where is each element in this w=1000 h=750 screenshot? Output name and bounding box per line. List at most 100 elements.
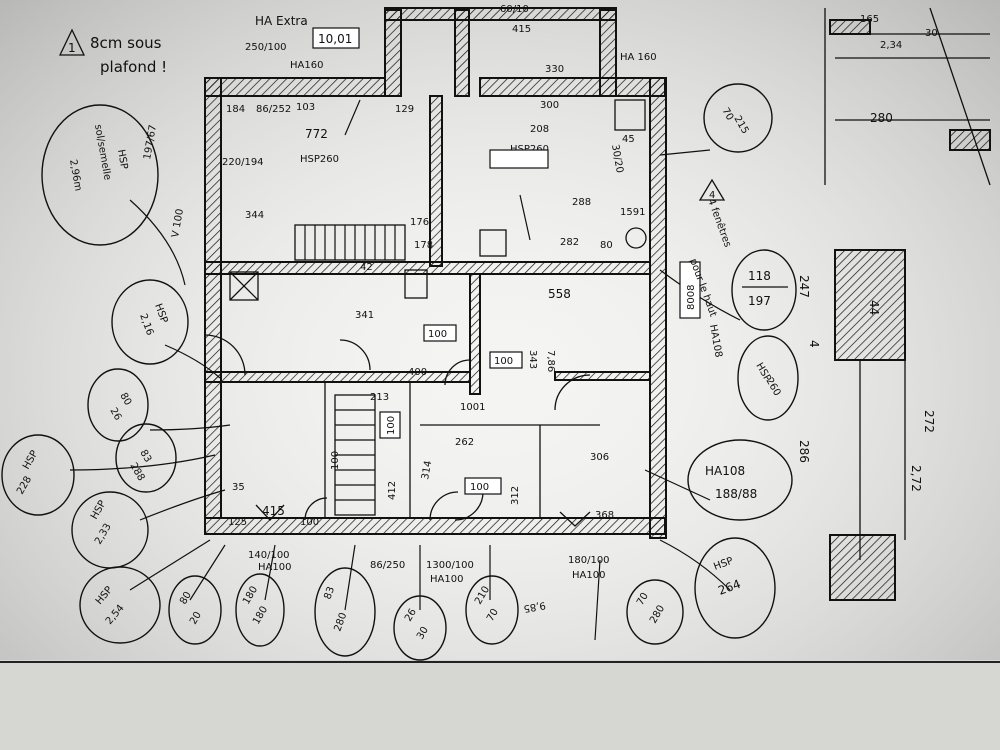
svg-text:197: 197 [748, 294, 771, 308]
detail-44: 44 [867, 300, 881, 315]
detail-286: 286 [797, 440, 811, 463]
label-room2-depth: 343 [527, 350, 538, 369]
svg-text:HSP: HSP [115, 149, 129, 171]
label-100-box4: 100 [470, 482, 489, 493]
wall-lower-horizontal [204, 371, 471, 383]
label-288: 288 [572, 197, 591, 208]
label-42: 42 [360, 262, 373, 273]
wall-left [204, 77, 222, 519]
label-10-01: 10,01 [318, 32, 352, 46]
door-swing-7 [304, 497, 328, 521]
label-1591: 1591 [620, 207, 645, 218]
label-100-small: 100 [330, 451, 341, 470]
wall-right [649, 77, 667, 539]
detail-234: 2,34 [880, 40, 902, 51]
label-ha100-left: HA100 [258, 562, 291, 573]
label-1001: 1001 [460, 402, 485, 413]
label-314: 314 [420, 460, 434, 481]
label-400: 400 [408, 367, 427, 378]
detail-sketches: 165 2,34 280 30 44 272 286 247 4 2,72 [797, 7, 991, 601]
label-300: 300 [540, 100, 559, 111]
label-9-85: 9,85 [523, 599, 547, 614]
label-208: 208 [530, 124, 549, 135]
label-room1-depth: 341 [355, 310, 374, 321]
label-100-box1: 100 [428, 329, 447, 340]
label-86-252: 86/252 [256, 104, 291, 115]
house-walls [204, 7, 667, 539]
label-220-194: 220/194 [222, 157, 264, 168]
label-306: 306 [590, 452, 609, 463]
label-282: 282 [560, 237, 579, 248]
svg-text:HA108: HA108 [705, 464, 745, 478]
wall-top-annex-left [384, 9, 402, 97]
detail-top-wall [829, 19, 871, 35]
detail-272b: 2,72 [909, 465, 923, 492]
warning-triangle-icon-2 [698, 178, 726, 201]
label-ha100-mid: HA100 [430, 574, 463, 585]
wall-top-annex-top [384, 7, 617, 21]
triangle-symbol-2 [559, 511, 591, 527]
label-368: 368 [595, 510, 614, 521]
svg-text:188/88: 188/88 [715, 487, 757, 501]
label-125: 125 [228, 517, 247, 528]
side-symbol: 4 [709, 190, 715, 201]
triangle-symbol-1 [255, 504, 285, 521]
label-7-86: 7,86 [545, 350, 556, 372]
label-60-10: 60/10 [500, 4, 529, 15]
detail-165: 165 [860, 14, 879, 25]
label-30-20: 30/20 [609, 144, 625, 174]
header-note: 1 8cm sous plafond ! [58, 28, 167, 76]
label-412: 412 [387, 481, 398, 500]
door-swing-4 [429, 491, 459, 521]
detail-280: 280 [870, 111, 893, 125]
label-344: 344 [245, 210, 264, 221]
label-ha160-right: HA 160 [620, 52, 657, 63]
label-100-mid: 100 [300, 517, 319, 528]
label-312: 312 [510, 486, 521, 505]
door-swing-3 [444, 359, 471, 386]
plan-labels: HA Extra 10,01 250/100 HA160 184 86/252 … [142, 4, 701, 614]
fixture-box-3 [479, 229, 507, 257]
bottom-margin-shadow [0, 660, 1000, 750]
wall-mid-vertical-1 [429, 95, 443, 267]
label-room2-area: 558 [548, 287, 571, 301]
svg-text:2,96m: 2,96m [67, 159, 83, 192]
detail-272: 272 [922, 410, 936, 433]
wall-right-lower [554, 371, 651, 381]
label-176: 176 [410, 217, 429, 228]
bubble-frac-118-197: 118 197 [731, 249, 797, 331]
bubble-ha108: HA108 188/88 [687, 439, 793, 521]
label-140-100: 140/100 [248, 550, 290, 561]
label-330: 330 [545, 64, 564, 75]
label-1300-100: 1300/100 [426, 560, 474, 571]
wall-top-annex-right [599, 9, 617, 97]
door-swing-2 [339, 339, 371, 371]
label-8008: 8008 [686, 285, 697, 310]
detail-30: 30 [925, 28, 938, 39]
label-213: 213 [370, 392, 389, 403]
label-180-100: 180/100 [568, 555, 610, 566]
label-80: 80 [600, 240, 613, 251]
label-room1-area: 772 [305, 127, 328, 141]
boiler-box [614, 99, 646, 131]
label-hsp260-left: HSP260 [300, 154, 339, 165]
label-45: 45 [622, 134, 635, 145]
svg-text:83: 83 [322, 585, 337, 601]
interior-elements [204, 99, 647, 527]
label-184: 184 [226, 104, 245, 115]
wall-top-left [204, 77, 386, 97]
label-86-250: 86/250 [370, 560, 405, 571]
note-line-1: 8cm sous [90, 34, 162, 52]
door-swing-6 [554, 374, 591, 411]
fixture-box-2 [404, 269, 428, 299]
fixture-box-1 [229, 271, 259, 301]
wall-mid-vertical-2 [469, 273, 481, 395]
wall-top-right [479, 77, 666, 97]
staircase-lower-steps [335, 409, 375, 501]
label-v100: V 100 [170, 208, 186, 239]
label-ha100-right: HA100 [572, 570, 605, 581]
detail-247: 247 [797, 275, 811, 298]
leader-lines [69, 99, 741, 641]
